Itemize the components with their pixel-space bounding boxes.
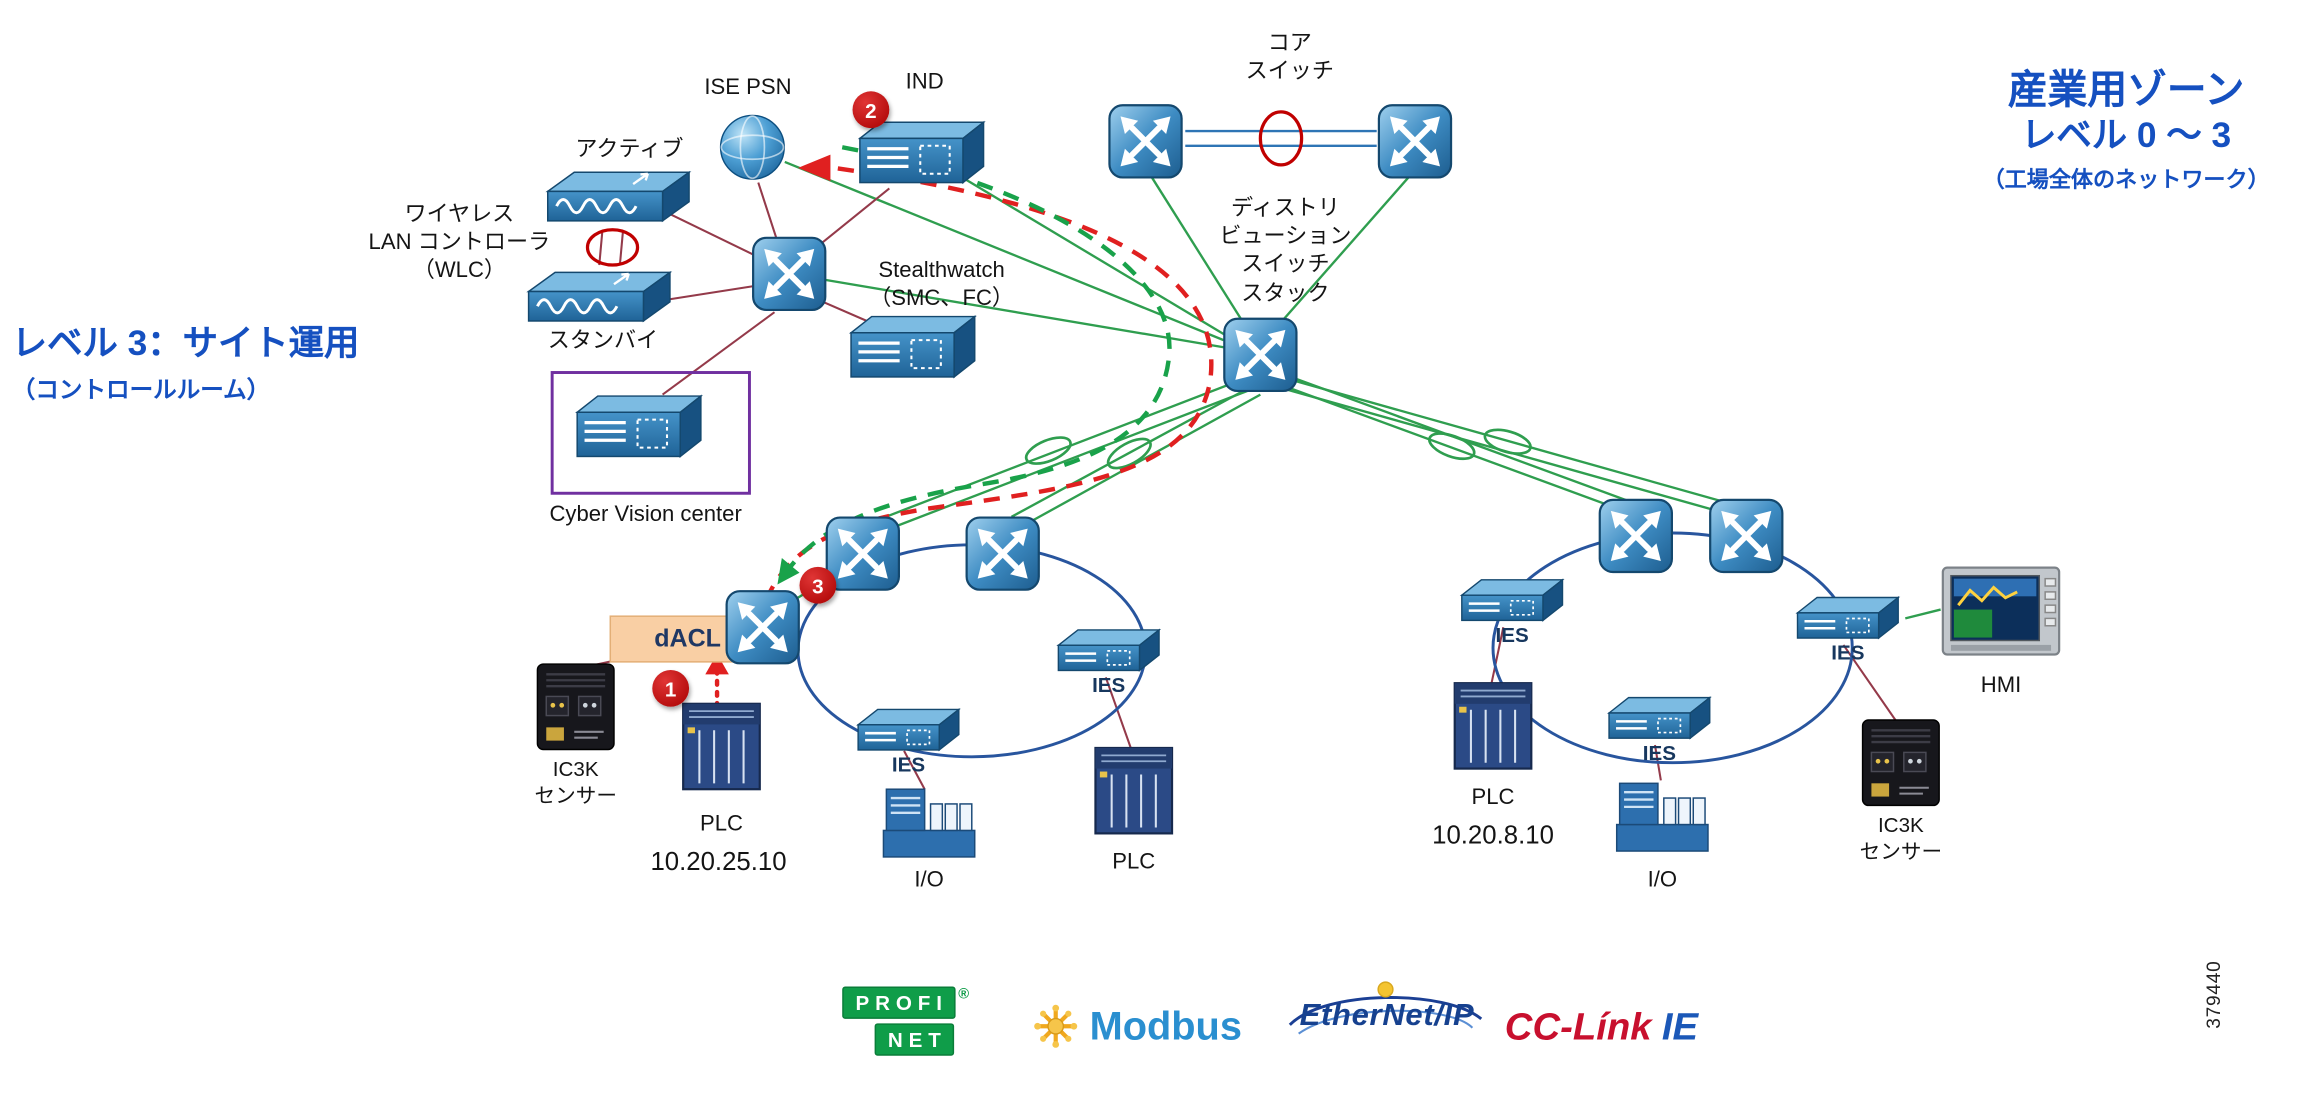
profinet-logo: PROFI® NET (842, 986, 1004, 1064)
figure-number: 379440 (2202, 960, 2225, 1029)
wlc-ha-links (598, 232, 624, 266)
ethernetip-text: EtherNet/IP (1299, 998, 1475, 1033)
plc-left-ip: 10.20.25.10 (650, 846, 787, 877)
red-flow-arrowhead (798, 154, 831, 182)
hmi-label: HMI (1980, 672, 2022, 698)
step-badge-1: 1 (652, 669, 690, 707)
ic3k-left-label: IC3K センサー (534, 756, 617, 807)
site-ops-title: レベル 3：サイト運用 （コントロールルーム） (12, 324, 360, 405)
zone-title-line1: 産業用ゾーン (2007, 67, 2245, 112)
hmi-panel-icon (1941, 565, 2062, 656)
step-badge-3: 3 (799, 566, 837, 604)
core-stack-oval (1258, 110, 1304, 167)
profinet-bottom-text: NET (874, 1023, 955, 1056)
stealthwatch-label: Stealthwatch （SMC、FC） (869, 257, 1014, 311)
core-switch-label: コア スイッチ (1245, 30, 1334, 85)
ise-psn-sphere-icon (717, 112, 788, 183)
cclink-text: CC-Línk (1504, 1004, 1652, 1049)
plc-left-icon (680, 701, 762, 792)
modbus-logo: Modbus (1028, 998, 1242, 1054)
ies-left-south-icon (851, 704, 966, 760)
ies-right-east-label: IES (1831, 640, 1865, 665)
green-flow-arrowhead (777, 558, 800, 585)
ring-right-switch-b-icon (1708, 498, 1785, 575)
plc-middle-icon (1093, 745, 1175, 836)
ring-right-switch-a-icon (1598, 498, 1675, 575)
ies-left-south-label: IES (891, 752, 926, 776)
cclink-ie-text: IE (1661, 1004, 1699, 1049)
registered-mark: ® (958, 986, 970, 1003)
ies-right-south-label: IES (1642, 740, 1677, 765)
ies-right-top-label: IES (1495, 622, 1529, 647)
plc-middle-label: PLC (1112, 849, 1156, 875)
cyber-vision-label: Cyber Vision center (549, 502, 742, 528)
wlc-label: ワイヤレス LAN コントローラ （WLC） (368, 201, 551, 284)
wlc-standby-label: スタンバイ (547, 328, 659, 354)
core-switch-left-icon (1107, 103, 1184, 180)
dacl-label: dACL (654, 624, 721, 653)
io-left-icon (880, 783, 977, 863)
plc-right-ip: 10.20.8.10 (1432, 820, 1554, 850)
modbus-text: Modbus (1089, 1003, 1242, 1048)
plc-left-label: PLC (699, 811, 743, 837)
ies-left-east-icon (1051, 624, 1166, 680)
core-pair-links (1185, 129, 1377, 147)
profinet-top-text: PROFI (842, 986, 956, 1019)
ic3k-left-icon (533, 660, 618, 754)
zone-title-line2: レベル 0 ～ 3 (2021, 116, 2232, 157)
step-badge-2: 2 (852, 91, 890, 129)
ies-left-east-label: IES (1092, 672, 1126, 697)
green-dashed-flow (777, 145, 1172, 585)
io-right-icon (1614, 777, 1711, 857)
ring-left-switch-b-icon (964, 515, 1041, 592)
services-switch-icon (751, 236, 828, 313)
site-title-line2: （コントロールルーム） (11, 378, 271, 404)
industrial-zone-title: 産業用ゾーン レベル 0 ～ 3 （工場全体のネットワーク） (1970, 68, 2282, 194)
distribution-switch-icon (1222, 317, 1299, 394)
plc-right-label: PLC (1471, 784, 1515, 810)
ise-psn-label: ISE PSN (704, 75, 792, 101)
io-left-label: I/O (914, 867, 944, 893)
ic3k-right-label: IC3K センサー (1859, 812, 1943, 863)
core-switch-right-icon (1377, 103, 1454, 180)
cyber-vision-frame (550, 371, 751, 495)
zone-title-line3: （工場全体のネットワーク） (1982, 167, 2270, 193)
ethernetip-logo: EtherNet/IP (1275, 978, 1496, 1049)
site-title-line1: レベル 3：サイト運用 (11, 323, 360, 364)
etherchannel-ovals (1024, 428, 1532, 470)
distribution-label: ディストリ ビューション スイッチ スタック (1219, 195, 1352, 306)
stealthwatch-server-icon (842, 312, 977, 389)
ring-left-switch-a-icon (825, 515, 902, 592)
ies-right-top-icon (1455, 574, 1570, 630)
ic3k-right-icon (1858, 716, 1943, 810)
modbus-gear-icon (1034, 1004, 1078, 1048)
wlc-ha-oval (585, 228, 640, 267)
cyber-vision-server-icon (568, 392, 703, 469)
plc-right-icon (1452, 680, 1534, 771)
wlc-active-label: アクティブ (575, 136, 684, 162)
ind-label: IND (905, 69, 944, 95)
ethernetip-swoosh-icon (1288, 981, 1483, 1035)
io-right-label: I/O (1647, 867, 1678, 893)
ies-right-south-icon (1602, 692, 1717, 748)
ies-right-east-icon (1790, 592, 1905, 648)
ind-server-icon (851, 118, 986, 195)
dacl-access-switch-icon (724, 589, 801, 666)
